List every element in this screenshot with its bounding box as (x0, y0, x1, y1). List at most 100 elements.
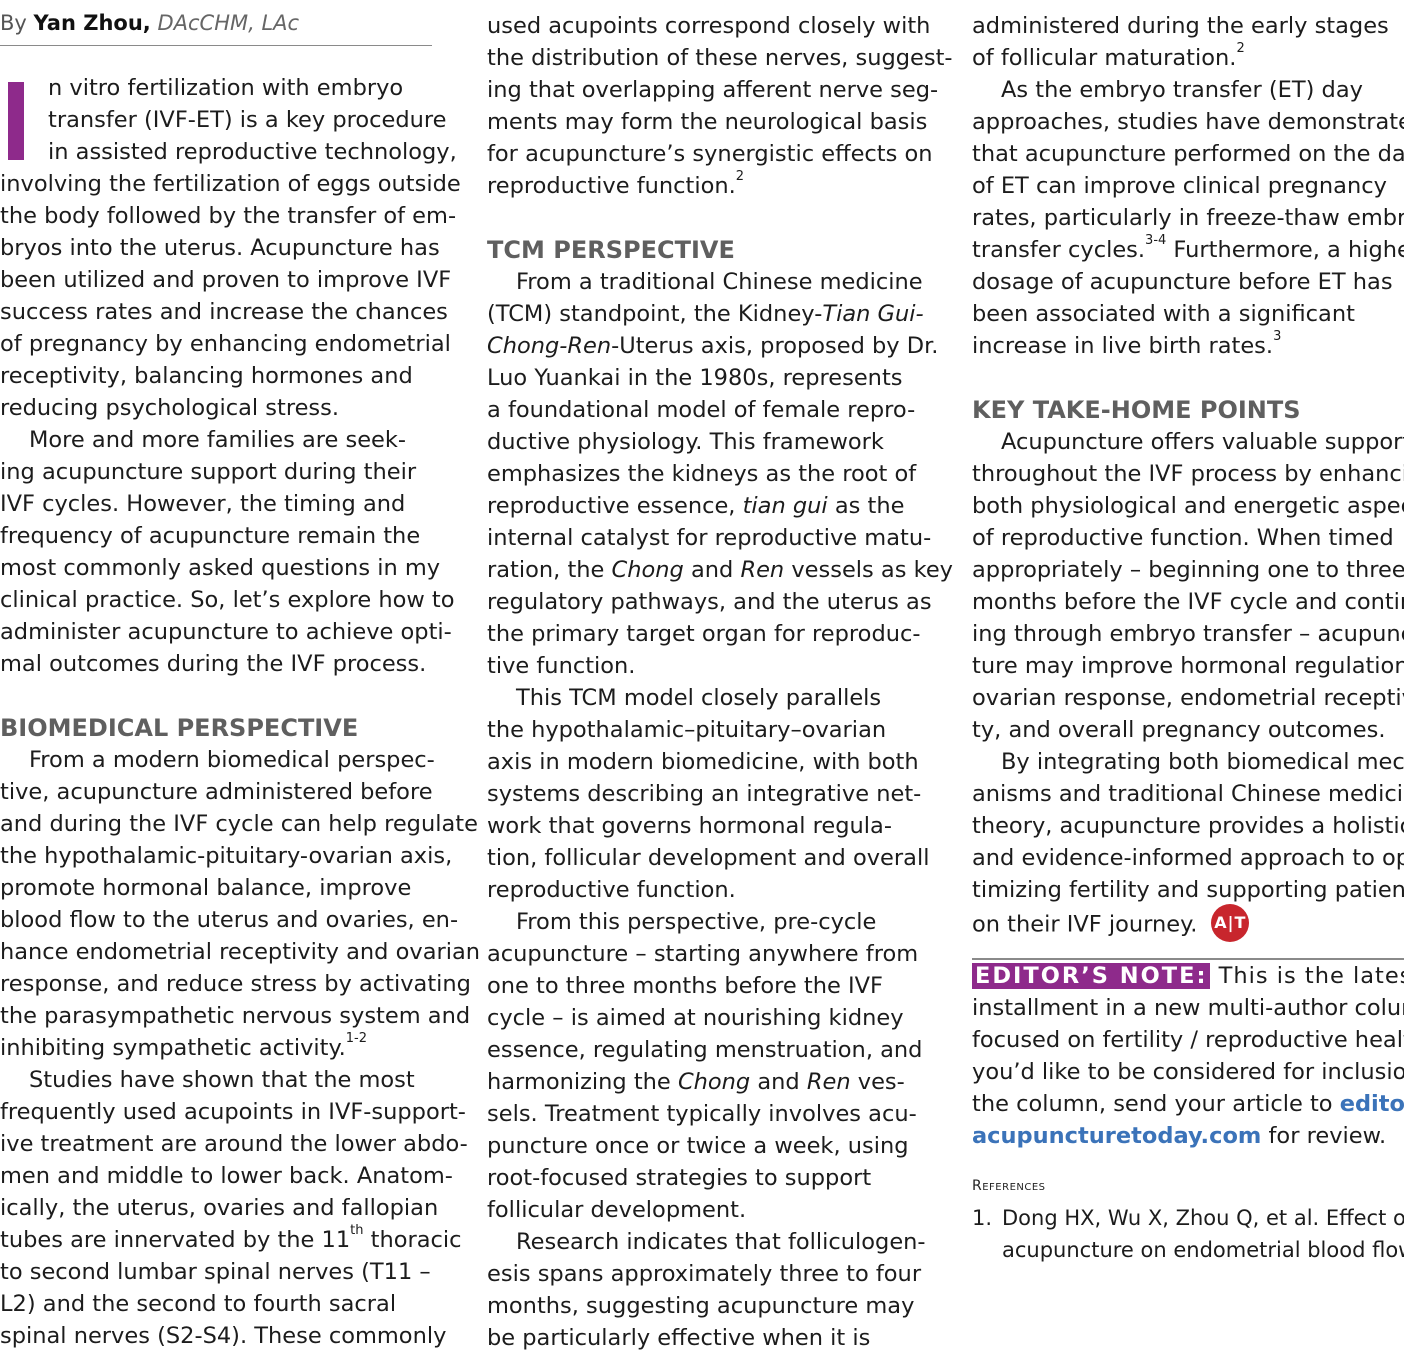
text-span: transfer cycles. (972, 237, 1146, 263)
text-span: Dong HX, Wu X, Zhou Q, et al. Effect of (1002, 1206, 1404, 1230)
text-line: installment in a new multi-author column (972, 995, 1404, 1021)
paragraph: From a traditional Chinese medicine (TCM… (487, 266, 953, 682)
text-line: frequently used acupoints in IVF-support… (0, 1099, 466, 1125)
text-line: success rates and increase the chances (0, 299, 448, 325)
text-line: on their IVF journey. A|T (972, 904, 1404, 942)
text-line: IVF cycles. However, the timing and (0, 491, 406, 517)
text-span: on their IVF journey. (972, 911, 1198, 938)
text-line: the hypothalamic-pituitary-ovarian axis, (0, 843, 453, 869)
text-span: as the (827, 493, 905, 519)
text-line: for acupuncture’s synergistic effects on (487, 141, 933, 167)
text-line: to second lumbar spinal nerves (T11 – (0, 1259, 431, 1285)
text-line: puncture once or twice a week, using (487, 1133, 909, 1159)
text-line: acupuncture on endometrial blood flow (1002, 1238, 1404, 1262)
text-span: and (750, 1069, 807, 1095)
editors-note-label: EDITOR’S NOTE: (972, 963, 1211, 989)
text-line: receptivity, balancing hormones and (0, 363, 413, 389)
email-link[interactable]: editorial@ (1339, 1091, 1404, 1117)
text-line: months before the IVF cycle and continu- (972, 589, 1404, 615)
text-line: the column, send your article to editori… (972, 1088, 1404, 1120)
citation: 2 (1236, 41, 1245, 56)
text-line: theory, acupuncture provides a holistic (972, 813, 1404, 839)
text-line: bryos into the uterus. Acupuncture has (0, 235, 440, 261)
text-line: inhibiting sympathetic activity.1-2 (0, 1031, 432, 1064)
text-line: root-focused strategies to support (487, 1165, 872, 1191)
acupuncture-today-logo-icon: A|T (1211, 904, 1250, 942)
text-span: This is the latest (1210, 963, 1404, 989)
text-line: tion, follicular development and overall (487, 845, 930, 871)
text-line: acupuncturetoday.com for review. (972, 1120, 1404, 1152)
text-line: From a modern biomedical perspec- (29, 747, 435, 773)
text-line: tive function. (487, 653, 636, 679)
ordinal-suffix: th (350, 1223, 364, 1238)
text-line: the parasympathetic nervous system and (0, 1003, 471, 1029)
text-line: months, suggesting acupuncture may (487, 1293, 915, 1319)
text-line: blood flow to the uterus and ovaries, en… (0, 907, 459, 933)
column-3: administered during the early stages of … (972, 0, 1404, 1266)
text-line: and evidence-informed approach to op- (972, 845, 1404, 871)
text-line: systems describing an integrative net- (487, 781, 922, 807)
italic-term: Chong (611, 557, 684, 583)
text-line: of reproductive function. When timed (972, 525, 1394, 551)
text-line: throughout the IVF process by enhancing (972, 461, 1404, 487)
text-span: ration, the (487, 557, 612, 583)
italic-term: Chong-Ren (487, 333, 612, 359)
text-line: ive treatment are around the lower abdo- (0, 1131, 468, 1157)
text-line: ture may improve hormonal regulation, (972, 653, 1404, 679)
text-line: the distribution of these nerves, sugges… (487, 45, 953, 71)
text-line: follicular development. (487, 1197, 747, 1223)
paragraph: This TCM model closely parallels the hyp… (487, 682, 930, 906)
text-line: spinal nerves (S2-S4). These commonly (0, 1323, 447, 1349)
drop-cap-bar (8, 82, 24, 160)
citation: 1-2 (345, 1031, 367, 1046)
section-heading-key-points: KEY TAKE-HOME POINTS (972, 396, 1301, 424)
section-heading-tcm: TCM PERSPECTIVE (487, 236, 735, 264)
text-line: ing through embryo transfer – acupunc- (972, 621, 1404, 647)
text-line: axis in modern biomedicine, with both (487, 749, 919, 775)
text-line: reproductive essence, tian gui as the (487, 490, 917, 522)
text-line: From this perspective, pre-cycle (516, 909, 877, 935)
text-line: internal catalyst for reproductive matu- (487, 525, 932, 551)
paragraph: From this perspective, pre-cycle acupunc… (487, 906, 922, 1226)
text-line: n vitro fertilization with embryo (48, 75, 404, 101)
text-line: administer acupuncture to achieve opti- (0, 619, 452, 645)
text-line: This TCM model closely parallels (516, 685, 882, 711)
column-2: used acupoints correspond closely with t… (487, 0, 953, 1354)
text-span: ves- (850, 1069, 905, 1095)
author-credentials: DAcCHM, LAc (157, 11, 300, 35)
text-line: harmonizing the Chong and Ren ves- (487, 1066, 917, 1098)
text-line: ments may form the neurological basis (487, 109, 928, 135)
text-line: frequency of acupuncture remain the (0, 523, 421, 549)
text-line: By integrating both biomedical mech- (1001, 749, 1404, 775)
text-line: (TCM) standpoint, the Kidney-Tian Gui- (487, 298, 924, 330)
citation: 3-4 (1145, 233, 1167, 248)
text-line: that acupuncture performed on the day (972, 141, 1404, 167)
text-span: vessels as key (784, 557, 953, 583)
text-span: of follicular maturation. (972, 45, 1237, 71)
text-span: tubes are innervated by the 11 (0, 1227, 351, 1253)
italic-term: Ren (740, 557, 785, 583)
byline: By Yan Zhou, DAcCHM, LAc (0, 0, 432, 46)
text-line: Luo Yuankai in the 1980s, represents (487, 365, 903, 391)
text-line: used acupoints correspond closely with (487, 13, 931, 39)
reference-number: 1. (972, 1206, 993, 1230)
text-line: From a traditional Chinese medicine (516, 269, 923, 295)
paragraph: administered during the early stages of … (972, 10, 1404, 74)
text-line: ically, the uterus, ovaries and fallopia… (0, 1195, 439, 1221)
text-line: approaches, studies have demonstrated (972, 109, 1404, 135)
text-line: clinical practice. So, let’s explore how… (0, 587, 455, 613)
author-name: Yan Zhou, (33, 11, 151, 35)
text-line: Research indicates that folliculogen- (516, 1229, 926, 1255)
text-line: be particularly effective when it is (487, 1325, 871, 1351)
text-span: thoracic (363, 1227, 462, 1253)
text-line: 1. Dong HX, Wu X, Zhou Q, et al. Effect o… (972, 1202, 1404, 1234)
text-line: Acupuncture offers valuable support (1001, 429, 1404, 455)
text-line: rates, particularly in freeze-thaw embry… (972, 205, 1404, 231)
text-span: the column, send your article to (972, 1091, 1340, 1117)
text-span: increase in live birth rates. (972, 333, 1274, 359)
email-link[interactable]: acupuncturetoday.com (972, 1123, 1262, 1149)
text-line: been utilized and proven to improve IVF (0, 267, 452, 293)
paragraph: By integrating both biomedical mech- ani… (972, 746, 1404, 942)
text-line: been associated with a significant (972, 301, 1355, 327)
text-line: of follicular maturation.2 (972, 41, 1404, 74)
